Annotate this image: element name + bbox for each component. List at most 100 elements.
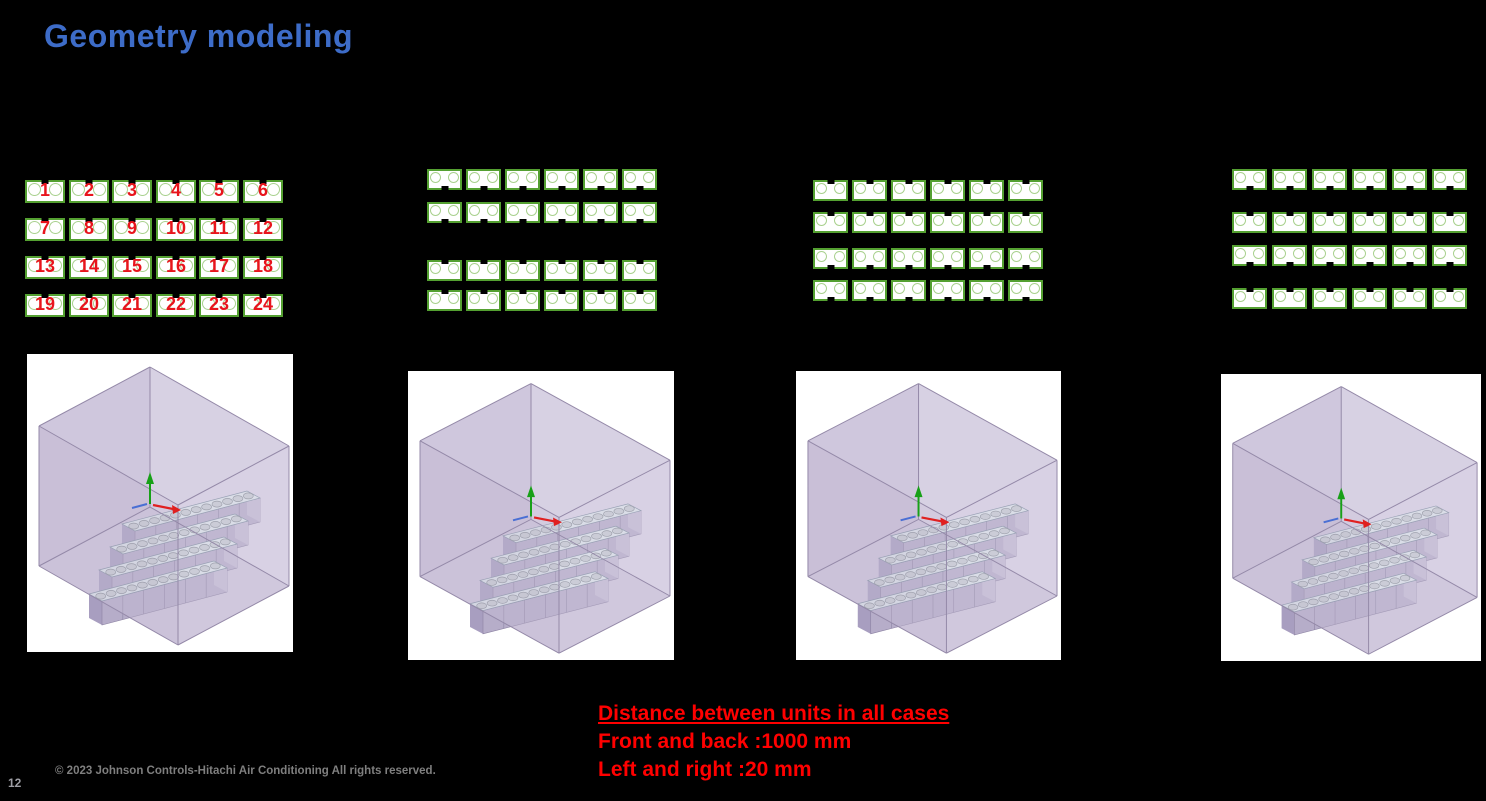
panel-notch — [558, 260, 565, 264]
fan-circle-icon — [246, 221, 259, 234]
fan-circle-icon — [990, 283, 1001, 294]
fan-circle-icon — [894, 251, 905, 262]
fan-circle-icon — [1435, 215, 1446, 226]
unit-number: 23 — [208, 293, 230, 314]
unit-number: 17 — [208, 255, 230, 276]
fan-circle-icon — [487, 172, 498, 183]
fan-circle-icon — [448, 172, 459, 183]
fan-circle-icon — [855, 215, 866, 226]
panel-notch — [558, 290, 565, 294]
panel-notch — [1366, 288, 1373, 292]
unit-cell — [852, 212, 887, 233]
fan-circle-icon — [1011, 251, 1022, 262]
fan-circle-icon — [816, 251, 827, 262]
panel-notch — [1326, 212, 1333, 216]
room-render-case-2 — [408, 371, 674, 660]
fan-circle-icon — [508, 293, 519, 304]
fan-circle-icon — [1453, 291, 1464, 302]
fan-circle-icon — [469, 205, 480, 216]
fan-circle-icon — [93, 183, 106, 196]
unit-cell — [1352, 169, 1387, 190]
distance-note-front-back: Front and back :1000 mm — [598, 730, 852, 753]
fan-circle-icon — [1293, 248, 1304, 259]
panel-notch — [905, 297, 912, 301]
panel-notch — [636, 219, 643, 223]
unit-cell — [813, 248, 848, 269]
room-render-case-3 — [796, 371, 1061, 660]
fan-circle-icon — [28, 221, 41, 234]
fan-circle-icon — [894, 283, 905, 294]
fan-circle-icon — [487, 205, 498, 216]
unit-number: 4 — [170, 179, 181, 200]
fan-circle-icon — [912, 251, 923, 262]
panel-notch — [597, 290, 604, 294]
fan-circle-icon — [586, 293, 597, 304]
fan-circle-icon — [430, 263, 441, 274]
unit-layout-case-2 — [427, 169, 657, 311]
panel-notch — [519, 260, 526, 264]
panel-notch — [1366, 212, 1373, 216]
fan-circle-icon — [1293, 215, 1304, 226]
unit-cell: 23 — [199, 294, 239, 317]
unit-cell — [852, 180, 887, 201]
unit-cell — [891, 180, 926, 201]
room-box-svg — [38, 366, 290, 646]
unit-cell — [427, 169, 462, 190]
fan-circle-icon — [855, 283, 866, 294]
fan-circle-icon — [448, 205, 459, 216]
fan-circle-icon — [873, 215, 884, 226]
unit-cell — [891, 212, 926, 233]
unit-cell — [969, 280, 1004, 301]
panel-notch — [1246, 262, 1253, 266]
fan-circle-icon — [873, 183, 884, 194]
fan-circle-icon — [1413, 291, 1424, 302]
fan-circle-icon — [565, 172, 576, 183]
unit-number: 5 — [213, 179, 224, 200]
panel-notch — [172, 218, 180, 222]
fan-circle-icon — [72, 183, 85, 196]
fan-circle-icon — [448, 263, 459, 274]
fan-circle-icon — [1373, 291, 1384, 302]
fan-circle-icon — [547, 263, 558, 274]
unit-number: 7 — [39, 217, 50, 238]
unit-cell: 8 — [69, 218, 109, 241]
unit-number: 21 — [121, 293, 143, 314]
unit-cell — [1232, 245, 1267, 266]
fan-circle-icon — [625, 293, 636, 304]
unit-cell — [969, 248, 1004, 269]
unit-cell — [583, 260, 618, 281]
fan-circle-icon — [49, 259, 62, 272]
fan-circle-icon — [816, 283, 827, 294]
unit-cell — [427, 202, 462, 223]
fan-circle-icon — [1253, 215, 1264, 226]
fan-circle-icon — [951, 183, 962, 194]
room-box-svg — [1232, 386, 1478, 655]
fan-circle-icon — [115, 183, 128, 196]
fan-circle-icon — [1435, 248, 1446, 259]
panel-notch — [85, 218, 93, 222]
unit-cell — [583, 202, 618, 223]
unit-cell — [1432, 212, 1467, 233]
fan-circle-icon — [604, 293, 615, 304]
fan-circle-icon — [1413, 172, 1424, 183]
fan-circle-icon — [547, 205, 558, 216]
panel-notch — [1326, 288, 1333, 292]
panel-notch — [1446, 186, 1453, 190]
panel-notch — [1286, 262, 1293, 266]
axis-triad-icon — [131, 472, 181, 514]
unit-cell: 19 — [25, 294, 65, 317]
fan-circle-icon — [1395, 248, 1406, 259]
unit-number: 24 — [252, 293, 274, 314]
fan-circle-icon — [834, 283, 845, 294]
unit-cell — [583, 290, 618, 311]
panel-notch — [215, 180, 223, 184]
unit-cell — [1232, 288, 1267, 309]
unit-cell — [1352, 245, 1387, 266]
panel-notch — [441, 260, 448, 264]
fan-circle-icon — [990, 251, 1001, 262]
fan-circle-icon — [1315, 291, 1326, 302]
panel-notch — [827, 180, 834, 184]
panel-notch — [480, 186, 487, 190]
fan-circle-icon — [990, 183, 1001, 194]
